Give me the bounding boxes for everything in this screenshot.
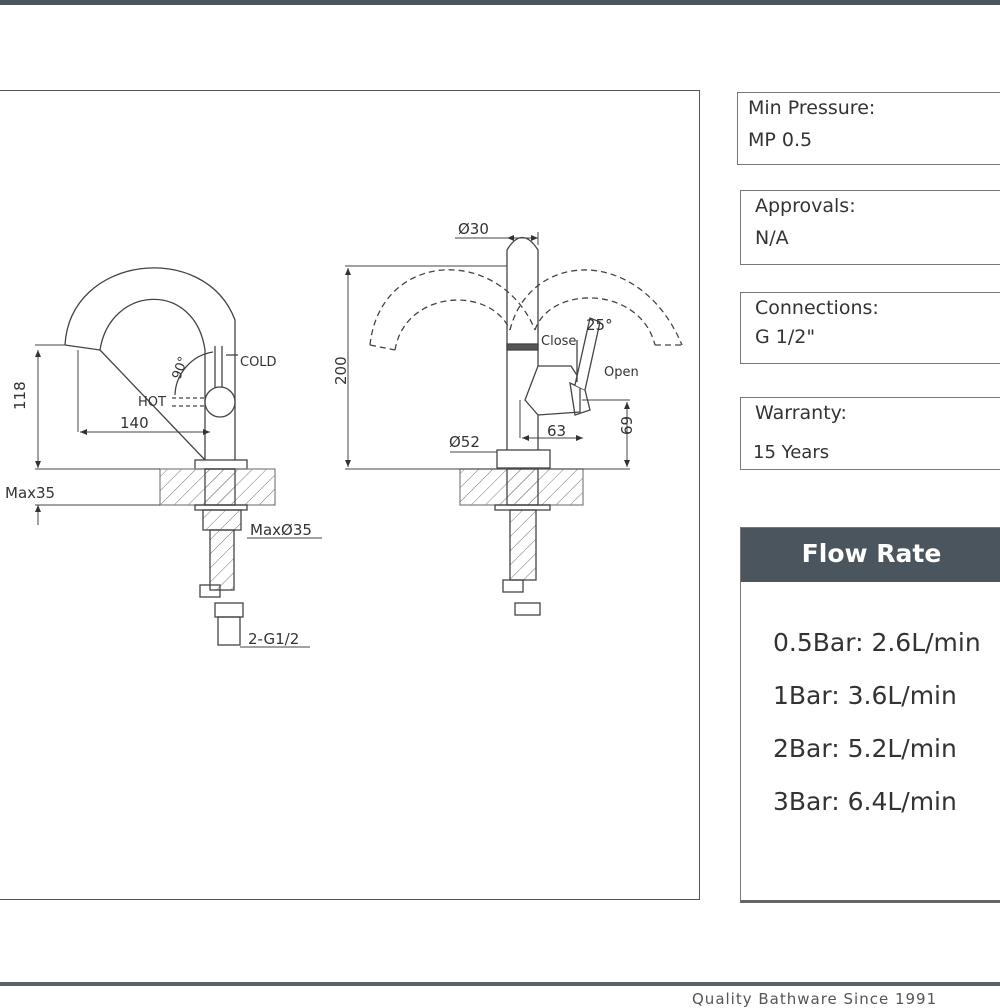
close-label: Close bbox=[541, 334, 576, 349]
side-view-dimensions bbox=[35, 344, 322, 648]
spec-value: N/A bbox=[755, 227, 789, 249]
spec-warranty: Warranty: 15 Years bbox=[740, 397, 1000, 470]
dim-63: 63 bbox=[547, 422, 566, 440]
hole-max-label: MaxØ35 bbox=[250, 521, 312, 539]
dim-69: 69 bbox=[618, 416, 636, 435]
spec-approvals: Approvals: N/A bbox=[740, 190, 1000, 265]
flow-rate-row: 3Bar: 6.4L/min bbox=[773, 787, 957, 816]
dim-base-dia: Ø52 bbox=[449, 433, 480, 451]
flow-rate-row: 0.5Bar: 2.6L/min bbox=[773, 628, 981, 657]
front-view-dimensions bbox=[345, 232, 630, 470]
spec-label: Connections: bbox=[755, 297, 879, 319]
spec-value: MP 0.5 bbox=[748, 129, 813, 151]
flow-rate-panel: Flow Rate 0.5Bar: 2.6L/min 1Bar: 3.6L/mi… bbox=[740, 527, 1000, 903]
drawing-frame bbox=[0, 90, 700, 900]
dim-spout-dia: Ø30 bbox=[458, 220, 489, 238]
hot-label: HOT bbox=[138, 395, 166, 410]
spec-min-pressure: Min Pressure: MP 0.5 bbox=[737, 92, 1000, 165]
spec-label: Min Pressure: bbox=[748, 97, 876, 119]
bottom-bar bbox=[0, 982, 1000, 986]
dim-200: 200 bbox=[332, 356, 350, 385]
spec-value: G 1/2" bbox=[755, 326, 816, 348]
tap-technical-drawing: 118 140 90° COLD HOT Max35 MaxØ35 2-G1/2… bbox=[5, 220, 683, 648]
deck-max-label: Max35 bbox=[5, 484, 55, 502]
flow-rate-row: 1Bar: 3.6L/min bbox=[773, 681, 957, 710]
front-view-tap bbox=[369, 236, 683, 616]
flow-rate-row: 2Bar: 5.2L/min bbox=[773, 734, 957, 763]
side-view-tap bbox=[64, 267, 276, 646]
spec-value: 15 Years bbox=[753, 442, 830, 463]
angle-label: 25° bbox=[586, 316, 613, 334]
top-bar bbox=[0, 0, 1000, 5]
connection-label: 2-G1/2 bbox=[248, 630, 299, 648]
dim-118: 118 bbox=[11, 381, 29, 410]
spec-label: Approvals: bbox=[755, 195, 856, 217]
spec-connections: Connections: G 1/2" bbox=[740, 292, 1000, 364]
flow-rate-title: Flow Rate bbox=[741, 528, 1000, 582]
rotation-angle: 90° bbox=[170, 355, 192, 382]
footer-tagline: Quality Bathware Since 1991 bbox=[692, 990, 938, 1008]
spec-label: Warranty: bbox=[755, 402, 847, 424]
dim-140: 140 bbox=[120, 414, 149, 432]
open-label: Open bbox=[604, 365, 639, 380]
cold-label: COLD bbox=[240, 355, 277, 370]
